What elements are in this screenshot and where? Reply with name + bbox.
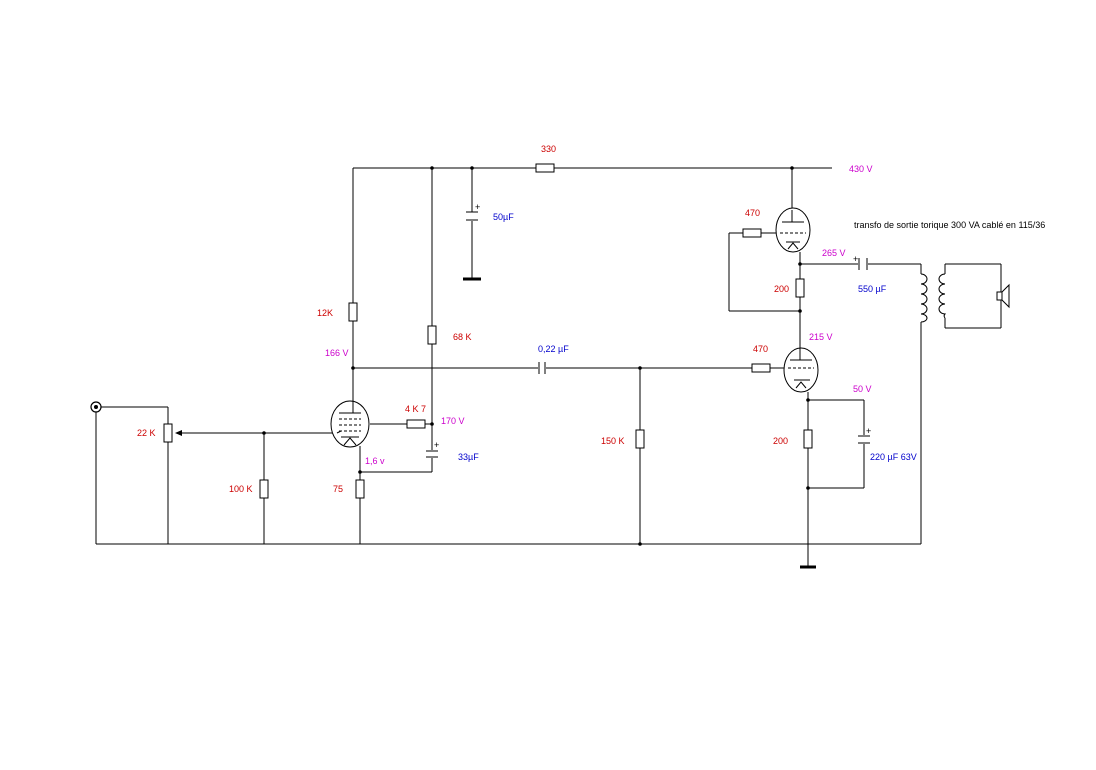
resistor-200-cathode: [803, 429, 813, 449]
label-v215: 215 V: [809, 332, 833, 342]
label-v265: 265 V: [822, 248, 846, 258]
label-r68k: 68 K: [453, 332, 472, 342]
resistor-200-upper: [795, 278, 805, 298]
resistor-470-feedback: [742, 228, 762, 238]
input-jack-icon: [90, 401, 102, 413]
capacitor-33uf: +: [426, 440, 439, 458]
label-c220: 220 µF 63V: [870, 452, 917, 462]
label-c50: 50µF: [493, 212, 514, 222]
label-r200a: 200: [774, 284, 789, 294]
resistor-150k: [635, 429, 645, 449]
capacitor-550uf: +: [853, 254, 868, 270]
triode-tube-icon-lower: [783, 346, 819, 393]
capacitor-50uf: +: [466, 202, 480, 221]
resistor-12k: [348, 302, 358, 322]
resistor-68k: [427, 325, 437, 345]
resistors: [163, 163, 813, 499]
resistor-75: [355, 479, 365, 499]
label-r4k7: 4 K 7: [405, 404, 426, 414]
resistor-470-grid: [751, 363, 771, 373]
label-r22k: 22 K: [137, 428, 156, 438]
speaker-icon: [996, 283, 1010, 309]
label-c022: 0,22 µF: [538, 344, 569, 354]
label-r330: 330: [541, 144, 556, 154]
capacitor-0-22uf: [538, 362, 546, 374]
label-r200b: 200: [773, 436, 788, 446]
capacitors: + + + +: [426, 202, 871, 458]
resistor-330: [535, 163, 555, 173]
resistor-4k7: [406, 419, 426, 429]
label-v166: 166 V: [325, 348, 349, 358]
wiring: [95, 167, 1002, 566]
label-transfo: transfo de sortie torique 300 VA cablé e…: [854, 220, 1045, 230]
label-r12k: 12K: [317, 308, 333, 318]
label-r470b: 470: [753, 344, 768, 354]
label-r100k: 100 K: [229, 484, 253, 494]
label-c550: 550 µF: [858, 284, 887, 294]
label-r150k: 150 K: [601, 436, 625, 446]
label-v50: 50 V: [853, 384, 872, 394]
resistor-100k: [259, 479, 269, 499]
triode-tube-icon-upper: [775, 207, 811, 253]
svg-text:+: +: [475, 202, 480, 212]
svg-text:+: +: [853, 254, 858, 264]
component-labels: 330 430 V 50µF 470 transfo de sortie tor…: [137, 144, 1045, 494]
svg-text:+: +: [434, 440, 439, 450]
label-c33: 33µF: [458, 452, 479, 462]
potentiometer-22k: [163, 423, 173, 443]
transformer-icon: [920, 273, 947, 323]
junctions: [262, 166, 810, 546]
label-v16: 1,6 v: [365, 456, 385, 466]
label-v430: 430 V: [849, 164, 873, 174]
wiper-arrow-icon: [175, 430, 182, 436]
label-r75: 75: [333, 484, 343, 494]
label-v170: 170 V: [441, 416, 465, 426]
pentode-tube-icon: [330, 400, 370, 448]
label-r470a: 470: [745, 208, 760, 218]
svg-text:+: +: [866, 426, 871, 436]
grounds: [463, 277, 816, 569]
capacitor-220uf: +: [858, 426, 871, 444]
